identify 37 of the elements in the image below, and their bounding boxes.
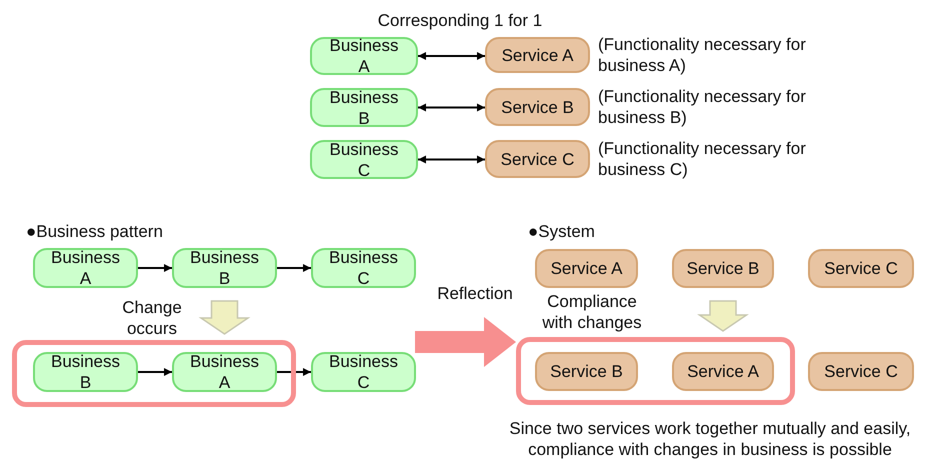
arrow [418,156,485,164]
section-heading: ●System [528,221,596,242]
heading-text: Corresponding 1 for 1 [376,10,544,31]
arrow [138,368,172,376]
business-box: Business B [172,248,277,288]
service-box: Service C [808,352,914,391]
section-heading: ●Business pattern [26,221,164,242]
business-box: Business A [310,37,418,75]
service-box: Service C [808,249,914,288]
block-arrow [697,300,749,332]
service-box: Service C [485,140,590,178]
block-arrow [415,317,516,367]
service-box: Service A [535,249,638,288]
block-arrow [198,300,250,335]
service-box: Service A [485,37,590,73]
arrow [418,52,485,60]
business-box: Business A [33,248,138,288]
arrow [138,264,172,272]
business-box: Business B [310,88,418,127]
business-box: Business A [172,352,277,392]
note-text: (Functionality necessary for business C) [598,138,807,180]
service-box: Service B [672,249,774,288]
note-text: Since two services work together mutually and easily, compliance with changes in business is possible [508,418,912,460]
business-box: Business C [310,140,418,179]
note-text: (Functionality necessary for business A) [598,34,807,76]
service-box: Service A [672,352,774,391]
business-box: Business B [33,352,138,392]
note-text: (Functionality necessary for business B) [598,86,807,128]
arrow [277,264,311,272]
business-box: Business C [311,352,416,392]
business-box: Business C [311,248,416,288]
group-frame [516,337,795,405]
arrow [277,368,311,376]
service-box: Service B [535,352,638,391]
arrow [418,104,485,112]
service-box: Service B [485,88,590,126]
group-frame [12,340,296,407]
